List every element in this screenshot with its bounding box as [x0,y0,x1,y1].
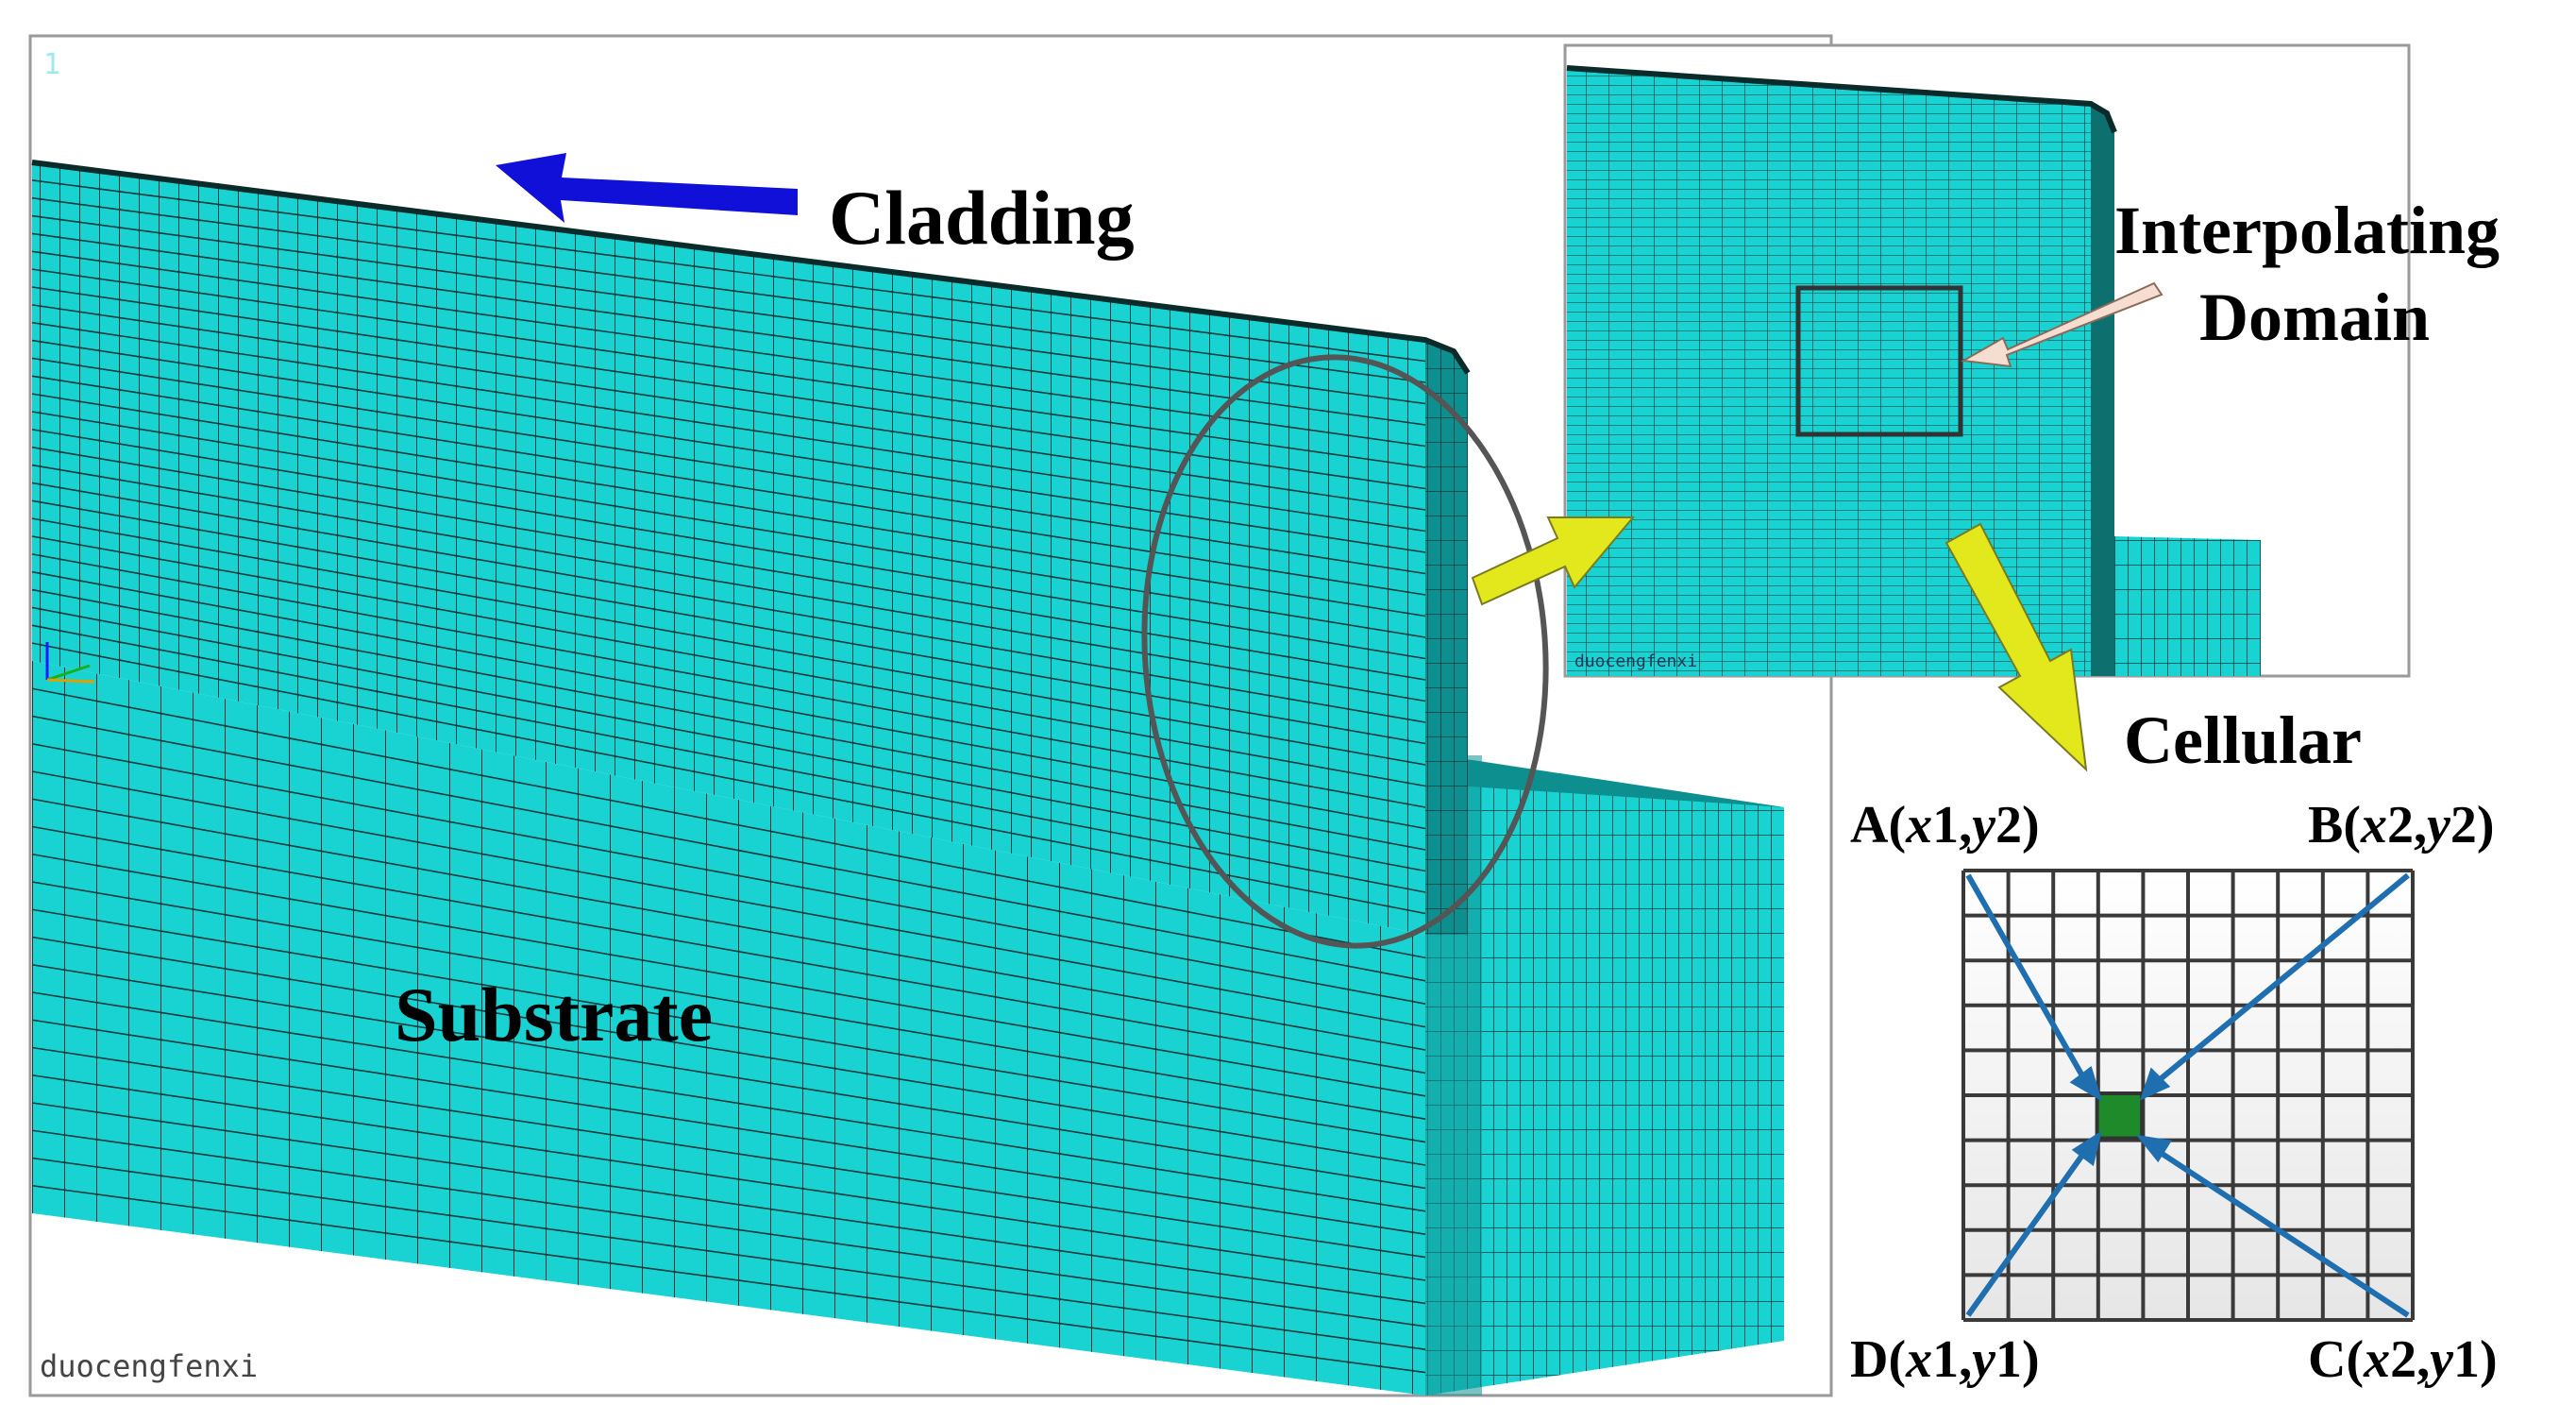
mesh-row-line [31,196,1426,383]
interpolating-pointer-arrow [1960,281,2164,368]
substrate-label: Substrate [395,972,713,1057]
mesh-row-line [31,1129,1426,1328]
substrate-top-face [1425,755,1784,807]
mesh-row-line [31,535,1426,787]
mesh-row-line [31,1046,1426,1259]
cell-yellow-arrow [1945,522,2088,772]
cellular-title: Cellular [2124,702,2362,778]
arrow-from-c [2150,1144,2410,1318]
main-watermark: duocengfenxi [40,1348,258,1384]
zoom-yellow-arrow [1471,516,1636,606]
axis-triad-icon [45,642,95,684]
mesh-row-line [31,286,1426,490]
mesh-row-line [31,991,1426,1212]
mesh-row-line [31,881,1426,1120]
mesh-row-line [31,1074,1426,1281]
mesh-row-line [31,936,1426,1166]
mesh-row-line [31,908,1426,1143]
mesh-row-line [31,393,1426,617]
inset-cladding-edge [2091,104,2114,676]
mesh-row-line [31,499,1426,745]
mesh-row-line [31,1102,1426,1305]
mesh-row-line [31,339,1426,553]
mesh-row-line [31,411,1426,638]
cladding-label: Cladding [829,175,1135,261]
mesh-row-line [31,770,1426,1028]
mesh-row-line [31,825,1426,1074]
mesh-row-line [31,517,1426,766]
mesh-row-line [31,588,1426,851]
mesh-row-line [31,642,1426,915]
interpolating-label-line2: Domain [2199,279,2430,355]
arrow-from-b [2150,872,2410,1089]
mesh-row-line [31,553,1426,808]
mesh-row-line [31,179,1426,363]
mesh-row-line [31,798,1426,1051]
substrate-mesh-rows [31,687,1426,1374]
interpolating-label-line1: Interpolating [2114,193,2500,268]
mesh-row-line [31,250,1426,448]
cladding-top-edge [31,160,1471,375]
mesh-row-line [31,429,1426,660]
view-number-label: 1 [43,48,60,81]
mesh-row-line [31,1019,1426,1235]
mesh-row-line [31,715,1426,982]
cellular-diagram: Cellular A(x1,y2) B(x2,y2) D(x1,y1) C(x2… [1850,702,2498,1389]
zoom-region-ellipse [1141,354,1549,949]
mesh-row-line [31,1184,1426,1374]
mesh-row-line [31,464,1426,702]
mesh-row-line [31,742,1426,1005]
corner-c-label: C(x2,y1) [2308,1330,2498,1389]
mesh-row-line [31,232,1426,426]
mesh-row-line [31,853,1426,1097]
main-mesh-view: 1 duocengfenxi Cladding Substrate [28,34,1833,1397]
mesh-row-line [31,268,1426,468]
corner-a-label: A(x1,y2) [1850,796,2040,854]
mesh-row-line [31,624,1426,893]
arrow-from-a [1965,873,2091,1088]
mesh-row-line [31,446,1426,681]
mesh-row-line [31,482,1426,723]
inset-watermark: duocengfenxi [1574,651,1697,671]
target-cell [2095,1091,2145,1141]
mesh-row-line [31,375,1426,596]
mesh-row-line [31,963,1426,1190]
mesh-row-line [31,687,1426,959]
mesh-row-line [31,321,1426,533]
cladding-direction-arrow [496,153,798,223]
mesh-row-line [31,570,1426,830]
interpolating-domain-box [1795,285,1963,437]
arrow-from-d [1965,1145,2091,1317]
mesh-row-line [31,214,1426,405]
mesh-row-line [31,1157,1426,1350]
corner-b-label: B(x2,y2) [2308,796,2495,854]
corner-d-label: D(x1,y1) [1850,1330,2040,1389]
mesh-row-line [31,357,1426,575]
mesh-row-line [31,304,1426,511]
cladding-mesh-rows [31,179,1426,915]
